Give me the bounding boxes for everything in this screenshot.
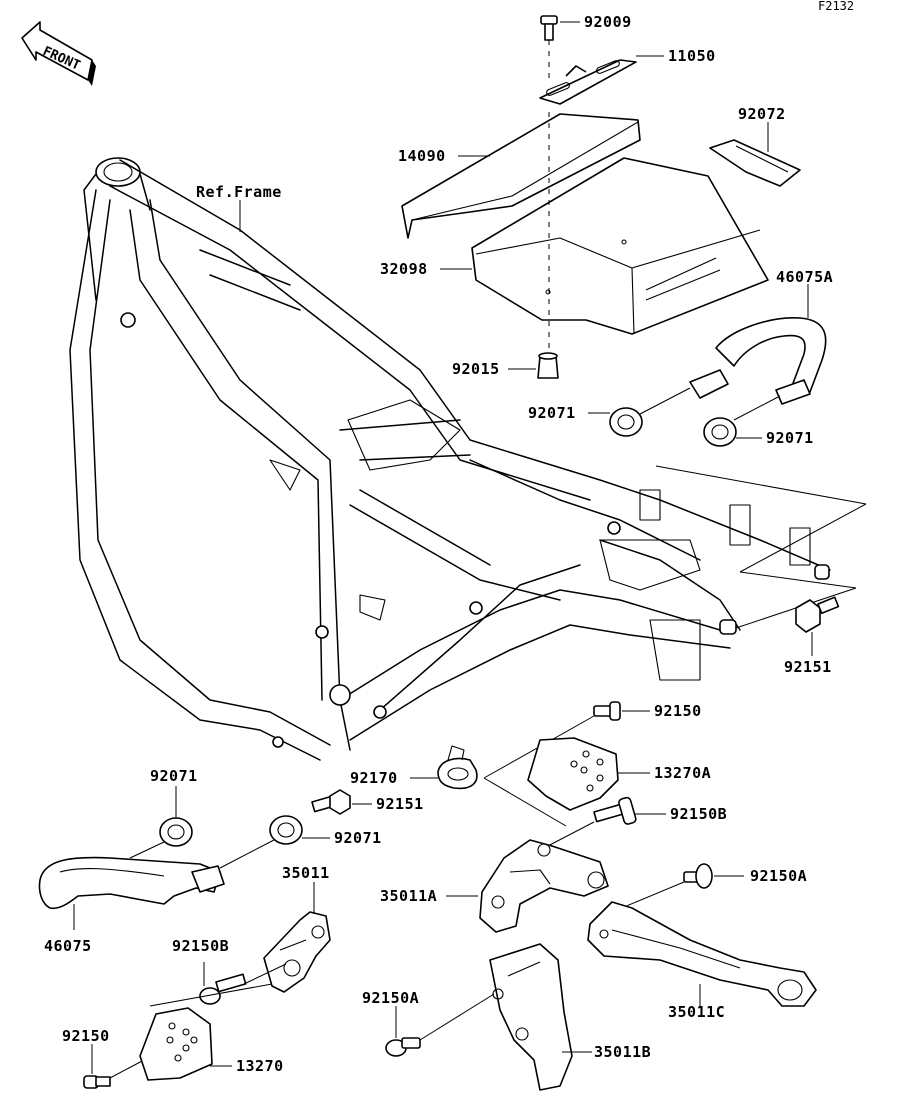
holder-35011B-icon — [489, 943, 573, 1091]
bolt-92151-a-icon — [795, 596, 840, 633]
label-35011: 35011 — [282, 864, 330, 882]
bolt-92150-b-icon — [83, 1075, 111, 1089]
grommet-92015-icon — [537, 352, 559, 379]
damper-92071-c-icon — [159, 817, 193, 847]
label-92151-b: 92151 — [376, 795, 424, 813]
ref-frame-label: Ref.Frame — [196, 183, 282, 201]
label-92072: 92072 — [738, 105, 786, 123]
damper-92071-d-icon — [269, 815, 303, 845]
clamp-92170-icon — [437, 745, 478, 790]
bracket-11050-icon — [539, 59, 637, 105]
holder-35011A-icon — [479, 839, 609, 933]
label-92151-a: 92151 — [784, 658, 832, 676]
label-92150B-b: 92150B — [172, 937, 229, 955]
label-92150-b: 92150 — [62, 1027, 110, 1045]
front-arrow-icon: FRONT — [21, 21, 96, 86]
label-92150A-b: 92150A — [362, 989, 419, 1007]
cover-14090-icon — [401, 113, 641, 239]
arm-35011C-icon — [587, 901, 817, 1007]
holder-35011-icon — [263, 911, 331, 993]
label-92071-d: 92071 — [334, 829, 382, 847]
damper-92071-b-icon — [703, 417, 737, 447]
strap-92072-icon — [709, 139, 801, 187]
label-35011A: 35011A — [380, 887, 437, 905]
bolt-92151-b-icon — [311, 789, 351, 815]
label-92150-a: 92150 — [654, 702, 702, 720]
label-92071-a: 92071 — [528, 404, 576, 422]
bolt-92150B-b-icon — [199, 973, 247, 1005]
label-92071-c: 92071 — [150, 767, 198, 785]
figure-code: F2132 — [818, 0, 854, 13]
bolt-92150B-a-icon — [593, 796, 637, 825]
label-46075A: 46075A — [776, 268, 833, 286]
label-13270: 13270 — [236, 1057, 284, 1075]
label-92071-b: 92071 — [766, 429, 814, 447]
label-92009: 92009 — [584, 13, 632, 31]
bolt-92150A-b-icon — [385, 1037, 421, 1057]
bolt-92150A-a-icon — [683, 863, 713, 889]
bolt-92009-icon — [540, 15, 558, 41]
case-32098-icon — [471, 157, 769, 335]
damper-92071-a-icon — [609, 407, 643, 437]
label-14090: 14090 — [398, 147, 446, 165]
label-92015: 92015 — [452, 360, 500, 378]
label-46075: 46075 — [44, 937, 92, 955]
rail-46075-icon — [38, 856, 225, 910]
plate-13270-icon — [139, 1007, 213, 1081]
label-32098: 32098 — [380, 260, 428, 278]
bolt-92150-a-icon — [593, 701, 621, 721]
label-35011B: 35011B — [594, 1043, 651, 1061]
label-11050: 11050 — [668, 47, 716, 65]
label-13270A: 13270A — [654, 764, 711, 782]
label-92150B-a: 92150B — [670, 805, 727, 823]
plate-13270A-icon — [527, 737, 619, 811]
frame-drawing — [69, 157, 831, 761]
rail-46075A-icon — [689, 317, 827, 405]
label-35011C: 35011C — [668, 1003, 725, 1021]
label-92150A-a: 92150A — [750, 867, 807, 885]
label-92170: 92170 — [350, 769, 398, 787]
